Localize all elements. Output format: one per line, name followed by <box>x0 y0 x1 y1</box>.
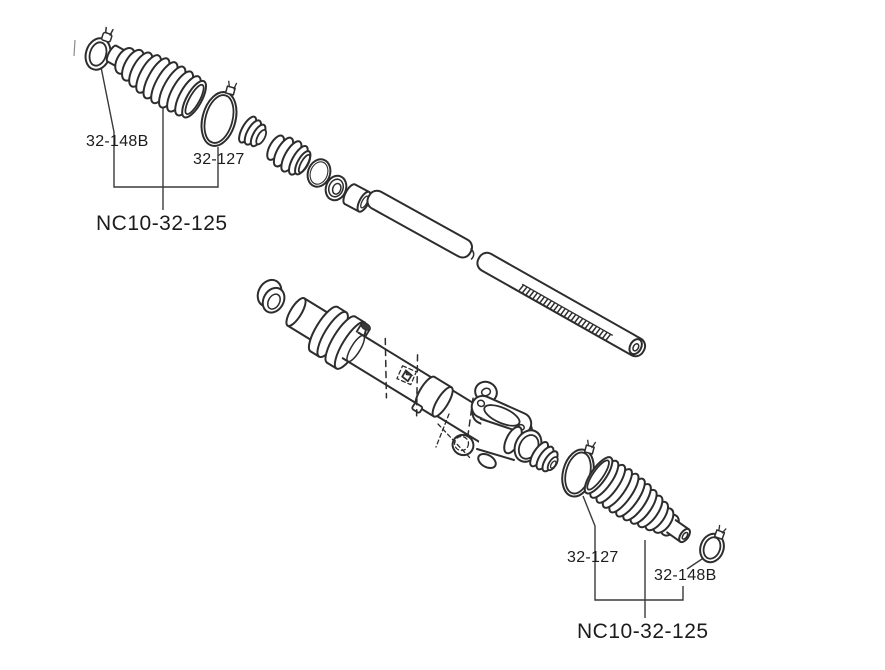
lower-band-clamp-label: 32-148B <box>654 567 717 584</box>
upper-boot-kit-label: NC10-32-125 <box>96 212 228 235</box>
rack-guide-detail <box>396 365 417 386</box>
upper-steering-boot <box>105 44 208 119</box>
scan-artifact-tick <box>73 39 76 57</box>
upper-band-clamp-label: 32-148B <box>86 133 149 150</box>
gear-housing <box>285 297 508 451</box>
pinion-housing <box>435 380 543 470</box>
small-bellows <box>266 134 312 176</box>
rack-shaft-toothed-section <box>476 251 647 358</box>
clamp-screw-icon <box>101 26 114 43</box>
clamp-screw-icon <box>713 524 727 540</box>
lower-boot-kit-label: NC10-32-125 <box>577 620 709 643</box>
lower-band-clamp <box>699 524 727 564</box>
boot-neck-nipple <box>666 519 691 544</box>
upper-band-clamp <box>84 26 114 71</box>
upper-wire-clamp <box>200 80 238 147</box>
pinion-bushing <box>529 441 559 473</box>
o-ring <box>306 158 332 188</box>
rack-teeth <box>518 283 613 341</box>
rack-shaft-upper-section <box>366 189 474 259</box>
clamp-screw-icon <box>583 439 597 455</box>
upper-callout-leaders <box>100 66 219 210</box>
mount-bushing <box>256 278 286 314</box>
clamp-screw-icon <box>224 80 238 96</box>
lower-wire-clamp-label: 32-127 <box>567 549 619 566</box>
seal-ring <box>238 115 268 148</box>
upper-wire-clamp-label: 32-127 <box>193 151 245 168</box>
bleeder-fitting <box>355 322 371 338</box>
retaining-ring <box>324 174 348 202</box>
lower-steering-boot <box>583 456 691 544</box>
